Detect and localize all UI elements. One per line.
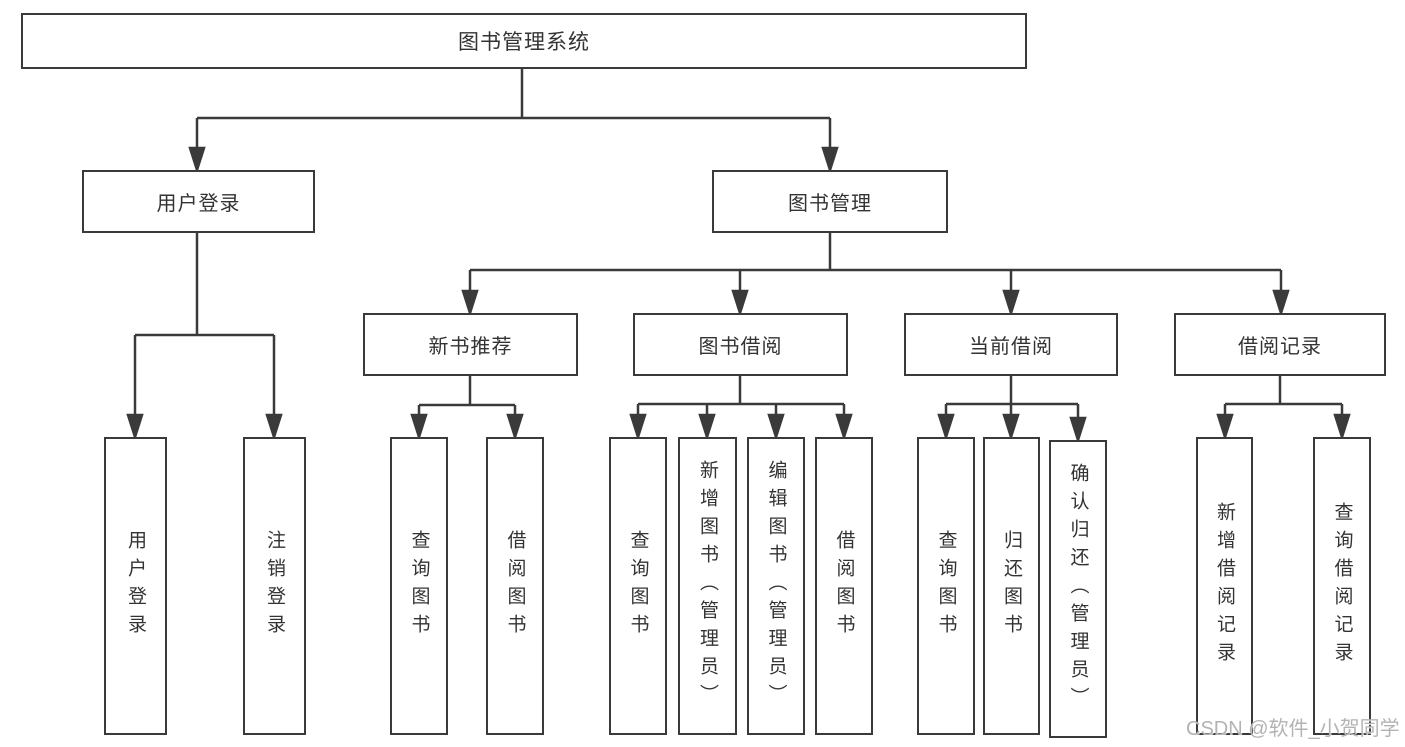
arrowhead (1216, 413, 1234, 442)
node-label: 归还图书 (1001, 530, 1022, 642)
leaf-return-books: 归还图书 (983, 437, 1040, 735)
node-label: 借阅记录 (1238, 336, 1322, 358)
node-label: 新书推荐 (428, 336, 513, 358)
node-label: 图书管理 (788, 193, 872, 215)
arrowhead (835, 413, 853, 442)
node-label: 查询图书 (935, 530, 957, 642)
node-label: 借阅图书 (833, 530, 855, 642)
arrowhead (1333, 413, 1351, 442)
node-label: 注销登录 (264, 530, 285, 642)
arrowhead (698, 413, 716, 442)
connector-path (195, 68, 832, 150)
arrowhead (265, 413, 283, 442)
arrowhead (1069, 416, 1087, 445)
leaf-user-login: 用户登录 (104, 437, 167, 735)
node-label: 用户登录 (156, 193, 241, 215)
connector-user-login-children (126, 233, 283, 442)
connector-path (417, 376, 517, 418)
leaf-add-borrow-record: 新增借阅记录 (1196, 437, 1253, 735)
leaf-logout: 注销登录 (243, 437, 306, 735)
node-label: 当前借阅 (969, 336, 1053, 358)
node-user-login: 用户登录 (82, 170, 315, 233)
node-label: 新增借阅记录 (1214, 502, 1235, 670)
node-label: 用户登录 (125, 530, 146, 642)
leaf-query-books-borrow: 查询图书 (609, 437, 667, 735)
arrowhead (1002, 289, 1020, 318)
node-book-management: 图书管理 (712, 170, 948, 233)
connector-path (468, 233, 1283, 293)
connector-path (1223, 376, 1344, 418)
leaf-borrow-books: 借阅图书 (815, 437, 873, 735)
node-label: 借阅图书 (504, 530, 526, 642)
csdn-watermark: CSDN @软件_小贺同学 (1186, 718, 1400, 740)
leaf-query-books-recommend: 查询图书 (390, 437, 448, 735)
arrowhead (1272, 289, 1290, 318)
arrowhead (937, 413, 955, 442)
connector-borrow-record-children (1216, 376, 1351, 442)
arrowhead (410, 413, 428, 442)
arrowhead (1002, 413, 1020, 442)
node-book-borrowing: 图书借阅 (633, 313, 848, 376)
connector-book-borrow-children (629, 376, 853, 442)
arrowhead (461, 289, 479, 318)
node-label: 图书管理系统 (458, 31, 590, 54)
connector-path (944, 376, 1080, 421)
connector-current-borrow-children (937, 376, 1087, 445)
node-label: 新增图书（管理员） (697, 460, 718, 712)
leaf-query-books-current: 查询图书 (917, 437, 975, 735)
arrowhead (731, 289, 749, 318)
node-label: 查询图书 (627, 530, 649, 642)
leaf-edit-books-admin: 编辑图书（管理员） (747, 437, 805, 735)
arrowhead (821, 146, 839, 175)
leaf-borrow-books-recommend: 借阅图书 (486, 437, 544, 735)
node-label: 编辑图书（管理员） (765, 460, 787, 712)
node-label: 图书借阅 (698, 336, 783, 358)
leaf-query-borrow-record: 查询借阅记录 (1313, 437, 1371, 735)
leaf-confirm-return-admin: 确认归还（管理员） (1049, 440, 1107, 738)
connector-path (636, 376, 846, 418)
arrowhead (767, 413, 785, 442)
node-borrowing-records: 借阅记录 (1174, 313, 1386, 376)
node-label: 查询借阅记录 (1331, 502, 1353, 670)
node-current-borrowing: 当前借阅 (904, 313, 1118, 376)
arrowhead (126, 413, 144, 442)
arrowhead (188, 146, 206, 175)
arrowhead (506, 413, 524, 442)
node-label: 确认归还（管理员） (1067, 463, 1089, 715)
leaf-add-books-admin: 新增图书（管理员） (678, 437, 737, 735)
node-label: 查询图书 (408, 530, 430, 642)
node-new-book-recommend: 新书推荐 (363, 313, 578, 376)
node-root-system: 图书管理系统 (21, 13, 1027, 69)
arrowhead (629, 413, 647, 442)
connector-book-mgmt-children (461, 233, 1290, 318)
connector-new-book-children (410, 376, 524, 442)
connector-path (133, 233, 276, 417)
connector-root-to-level2 (188, 68, 839, 175)
